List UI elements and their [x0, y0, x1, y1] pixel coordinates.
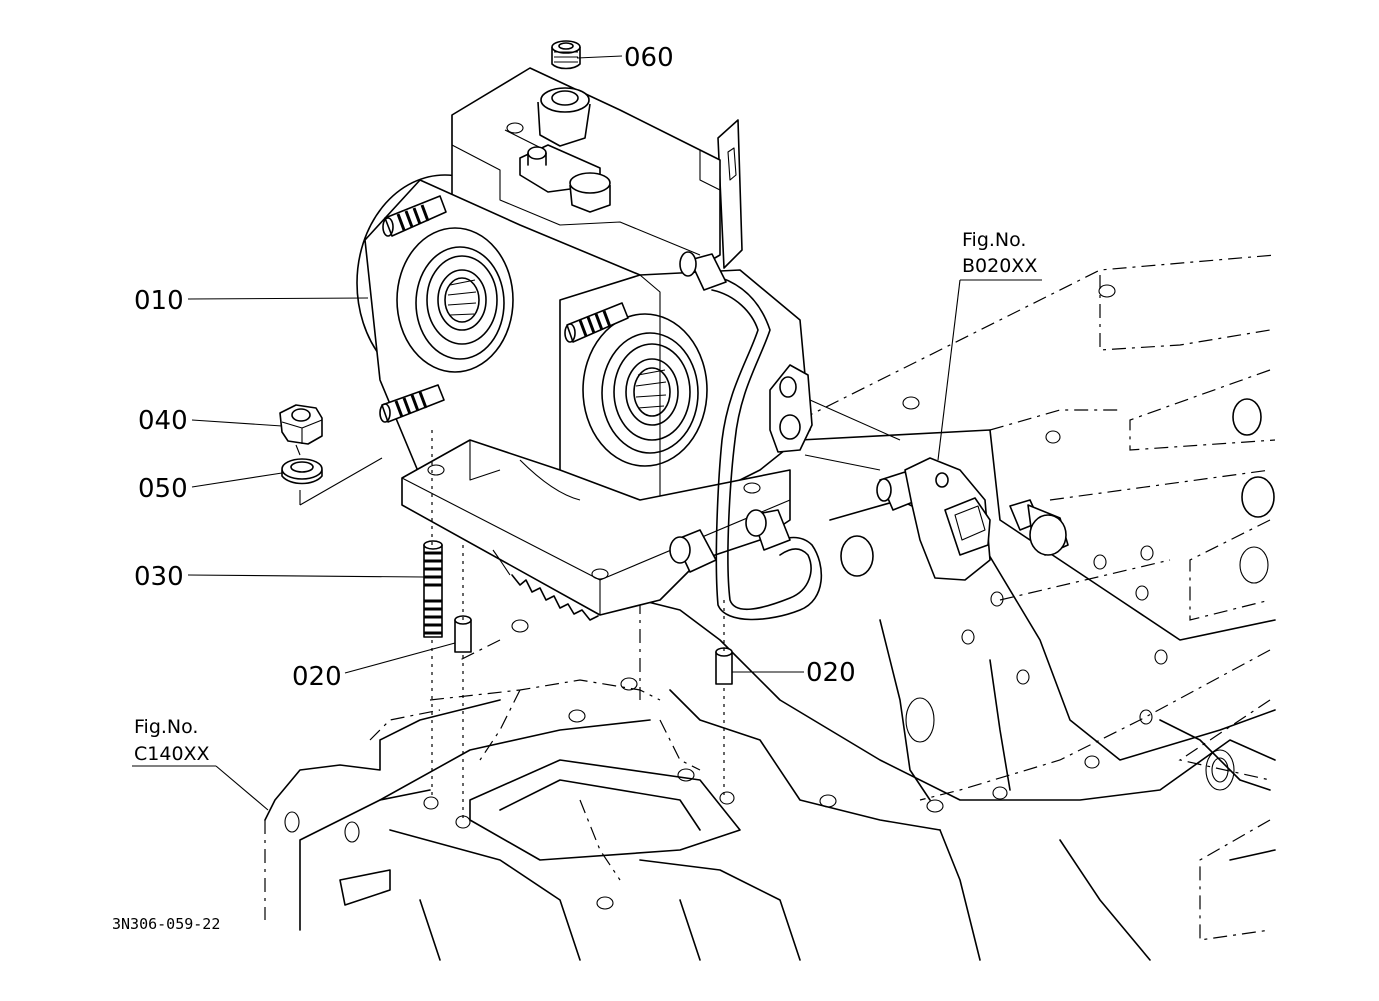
dowel-pin-020-left: [454, 615, 472, 653]
label-020-right: 020: [806, 658, 856, 688]
drawing-code: 3N306-059-22: [112, 915, 220, 933]
fig-ref-b-code: B020XX: [962, 255, 1037, 277]
dowel-pin-020-right: [715, 647, 733, 685]
nut-040: [279, 404, 323, 445]
label-020-left: 020: [292, 662, 342, 692]
label-060: 060: [624, 43, 674, 73]
fig-ref-c-title: Fig.No.: [134, 716, 198, 738]
label-040: 040: [138, 406, 188, 436]
part-number-labels: 060 010 040 050 030 020 020: [134, 43, 856, 692]
label-030: 030: [134, 562, 184, 592]
hydraulic-valve-block: [356, 67, 823, 621]
plug-060: [551, 40, 581, 70]
fig-ref-b-title: Fig.No.: [962, 229, 1026, 251]
transmission-case: [264, 254, 1276, 961]
sensor-assembly: [876, 457, 1069, 581]
leader-lines: [132, 55, 1042, 811]
label-050: 050: [138, 474, 188, 504]
washer-050: [281, 458, 323, 485]
figure-references: Fig.No. B020XX Fig.No. C140XX: [134, 229, 1037, 765]
label-010: 010: [134, 286, 184, 316]
stud-030: [423, 540, 443, 638]
fig-ref-c-code: C140XX: [134, 743, 210, 765]
assembly-center-lines: [295, 399, 901, 820]
